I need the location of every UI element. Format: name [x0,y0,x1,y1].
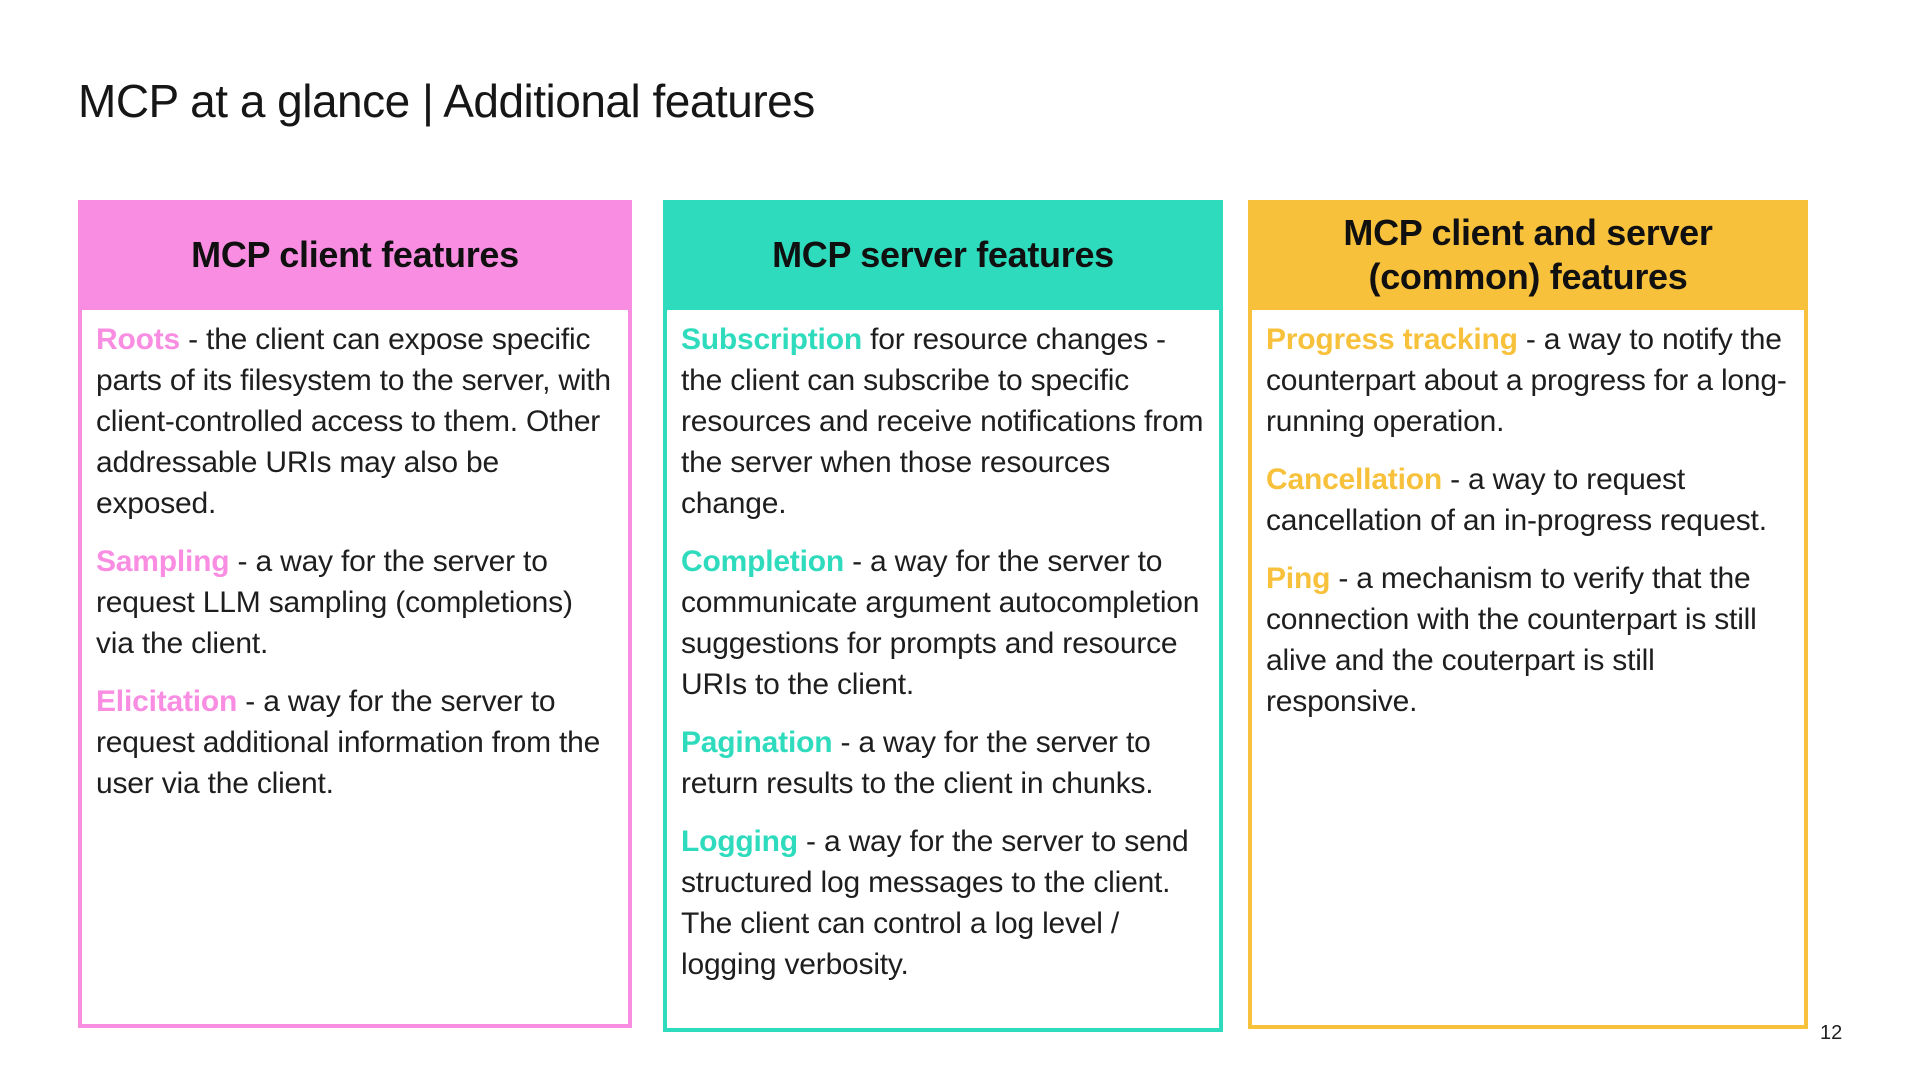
column-server-header: MCP server features [663,200,1223,310]
feature-item-roots: Roots - the client can expose specific p… [96,319,616,524]
feature-term: Cancellation [1266,463,1442,496]
feature-term: Sampling [96,545,230,578]
column-server-body: Subscription for resource changes - the … [667,310,1219,985]
feature-item-ping: Ping - a mechanism to verify that the co… [1266,558,1792,722]
feature-item-completion: Completion - a way for the server to com… [681,541,1207,705]
feature-term: Completion [681,545,844,578]
slide-title: MCP at a glance | Additional features [78,75,815,127]
feature-item-progress-tracking: Progress tracking - a way to notify the … [1266,319,1792,442]
column-header-line: MCP client features [191,234,519,275]
feature-description: - a way for the server to request LLM sa… [96,545,573,660]
feature-description: - the client can expose specific parts o… [96,323,611,520]
feature-term: Progress tracking [1266,323,1518,356]
feature-item-subscription: Subscription for resource changes - the … [681,319,1207,524]
column-server-features: MCP server features Subscription for res… [663,200,1223,1032]
column-header-line: MCP client and server [1343,212,1713,253]
column-header-line: (common) features [1368,256,1688,297]
feature-description: - a way for the server to return results… [681,726,1154,800]
feature-term: Pagination [681,726,833,759]
feature-item-logging: Logging - a way for the server to send s… [681,821,1207,985]
feature-term: Subscription [681,323,862,356]
feature-term: Roots [96,323,180,356]
feature-description: - a way for the server to communicate ar… [681,545,1200,701]
feature-description: - a way to request cancellation of an in… [1266,463,1767,537]
page-number: 12 [1820,1022,1843,1044]
feature-description: - a way to notify the counterpart about … [1266,323,1787,438]
feature-description: - a way for the server to send structure… [681,825,1189,981]
column-common-body: Progress tracking - a way to notify the … [1252,310,1804,722]
feature-item-cancellation: Cancellation - a way to request cancella… [1266,459,1792,541]
column-header-line: MCP server features [772,234,1114,275]
column-common-features: MCP client and server (common) features … [1248,200,1808,1029]
column-client-header: MCP client features [78,200,632,310]
feature-item-sampling: Sampling - a way for the server to reque… [96,541,616,664]
feature-term: Logging [681,825,798,858]
feature-description: for resource changes - the client can su… [681,323,1204,520]
feature-item-pagination: Pagination - a way for the server to ret… [681,722,1207,804]
feature-description: - a mechanism to verify that the connect… [1266,562,1757,718]
column-client-body: Roots - the client can expose specific p… [82,310,628,804]
column-common-header: MCP client and server (common) features [1248,200,1808,310]
feature-item-elicitation: Elicitation - a way for the server to re… [96,681,616,804]
feature-term: Ping [1266,562,1331,595]
feature-term: Elicitation [96,685,238,718]
feature-description: - a way for the server to request additi… [96,685,601,800]
column-client-features: MCP client features Roots - the client c… [78,200,632,1028]
